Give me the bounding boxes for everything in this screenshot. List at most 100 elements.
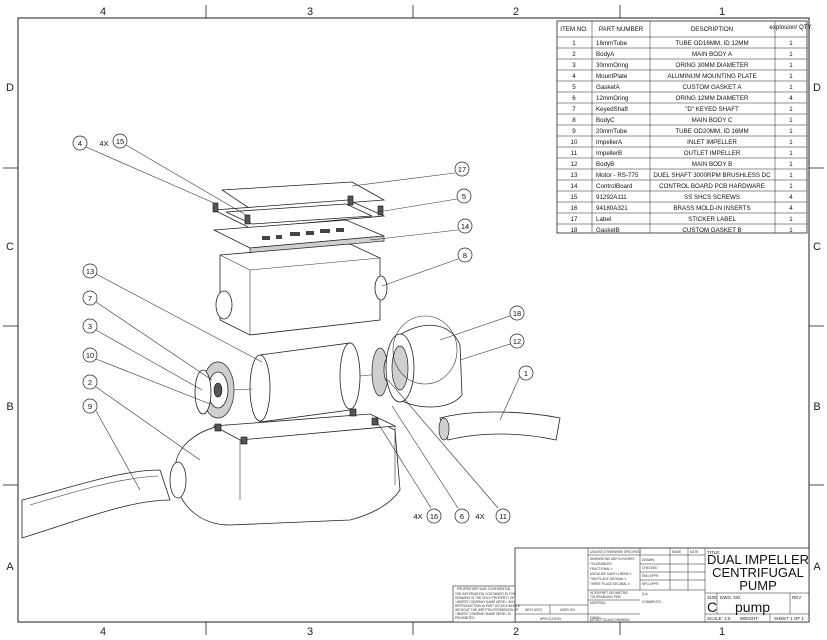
bom-cell-r16-c1: 16 <box>571 205 578 212</box>
bom-cell-r8-c2: BodyC <box>596 117 615 124</box>
bom-cell-r9-c2: 20mmTube <box>596 128 628 135</box>
bom-cell-r5-c2: GasketA <box>596 84 621 91</box>
tube-20mm <box>21 469 171 539</box>
tube-20mm-edge <box>29 475 159 506</box>
bom-cell-r11-c1: 11 <box>571 150 578 157</box>
tb-dwg-label: DWG. NO. <box>720 595 742 600</box>
bom-cell-r13-c4: 1 <box>789 172 793 179</box>
bom-cell-r16-c3: BRASS MOLD-IN INSERTS <box>673 205 750 212</box>
tb-prop6: <INSERT COMPANY NAME HERE> IS <box>455 612 511 616</box>
svg-text:15: 15 <box>116 137 124 146</box>
callout-16-qty: 4X <box>413 512 422 521</box>
bom-cell-r9-c1: 9 <box>572 128 576 135</box>
bom-header-item: ITEM NO. <box>560 26 588 33</box>
callout-8: 8 <box>457 247 473 263</box>
tb-interpret: INTERPRET GEOMETRIC <box>590 591 629 595</box>
callout-16: 16 <box>426 508 442 524</box>
callout-9: 9 <box>82 398 98 414</box>
tb-unless: UNLESS OTHERWISE SPECIFIED: <box>590 550 642 554</box>
bom-header-qty-text: explosion/ QTY. <box>769 24 813 31</box>
mount-plate-edge <box>249 235 385 254</box>
bom-cell-r7-c2: KeyedShaft <box>596 106 628 113</box>
callout-11: 11 <box>495 508 511 524</box>
svg-text:6: 6 <box>460 512 464 521</box>
bill-of-materials: ITEM NO. PART NUMBER DESCRIPTION explosi… <box>556 20 813 234</box>
callout-3: 3 <box>82 318 98 334</box>
svg-text:7: 7 <box>88 294 92 303</box>
bom-cell-r14-c4: 1 <box>789 183 793 190</box>
bom-cell-r16-c4: 4 <box>789 205 793 212</box>
callout-10: 10 <box>82 347 98 363</box>
svg-text:1: 1 <box>524 369 528 378</box>
sheet-border <box>17 17 810 623</box>
tb-drawn: DRAWN <box>642 558 655 562</box>
tb-next-assy: NEXT ASSY <box>525 608 544 612</box>
tb-finish: FINISH <box>590 616 601 620</box>
tb-prop-title: PROPRIETARY AND CONFIDENTIAL <box>457 587 511 591</box>
tb-prop1: THE INFORMATION CONTAINED IN THIS <box>455 592 516 596</box>
zone-col-4-top: 4 <box>100 6 106 18</box>
gasket-b <box>392 315 458 385</box>
bom-cell-r6-c3: ORING 12MM DIAMETER <box>676 95 749 102</box>
bom-cell-r8-c4: 1 <box>789 117 793 124</box>
tb-dims2: TOLERANCES: <box>590 562 613 566</box>
svg-text:3: 3 <box>88 322 92 331</box>
zone-col-3-top: 3 <box>307 6 313 18</box>
leader-lines <box>85 144 521 509</box>
bom-cell-r15-c2: 91292A111 <box>596 194 627 201</box>
tb-dims5: TWO PLACE DECIMAL ± <box>590 577 627 581</box>
callout-2: 2 <box>82 374 98 390</box>
callout-1: 1 <box>518 365 534 381</box>
tb-tolerancing: TOLERANCING PER: <box>590 595 621 599</box>
bom-cell-r6-c4: 4 <box>789 95 793 102</box>
bom-cell-r15-c3: SS SHCS SCREWS <box>684 194 740 201</box>
bom-cell-r3-c3: ORING 30MM DIAMETER <box>676 62 749 69</box>
tb-prop7: PROHIBITED. <box>455 616 475 620</box>
tb-prop4: REPRODUCTION IN PART OR AS A WHOLE <box>455 604 520 608</box>
zone-col-3-bottom: 3 <box>307 626 313 638</box>
tb-dims1: DIMENSIONS ARE IN INCHES <box>590 557 634 561</box>
bom-cell-r11-c3: OUTLET IMPELLER <box>684 150 741 157</box>
tube-16mm <box>439 411 561 441</box>
tb-dims6: THREE PLACE DECIMAL ± <box>590 582 630 586</box>
callout-15-qty: 4X <box>99 139 108 148</box>
bom-cell-r17-c2: Label <box>596 216 611 223</box>
svg-text:17: 17 <box>458 165 466 174</box>
bom-cell-r13-c3: DUEL SHAFT 3000RPM BRUSHLESS DC <box>653 172 771 179</box>
callout-7: 7 <box>82 290 98 306</box>
zone-row-c-right: C <box>813 241 821 253</box>
tb-prop2: DRAWING IS THE SOLE PROPERTY OF <box>455 596 514 600</box>
tube-16mm-end <box>438 417 450 441</box>
svg-text:4: 4 <box>78 139 82 148</box>
callout-4: 4 <box>72 135 88 151</box>
callout-15: 15 <box>112 133 128 149</box>
bom-cell-r6-c1: 6 <box>572 95 576 102</box>
bom-cell-r1-c1: 1 <box>572 40 576 47</box>
bom-cell-r18-c3: CUSTOM GASKET B <box>682 227 741 234</box>
bom-cell-r3-c2: 30mmOring <box>596 62 629 69</box>
screws <box>212 195 384 225</box>
svg-text:18: 18 <box>513 309 521 318</box>
bom-cell-r1-c4: 1 <box>789 40 793 47</box>
tb-eng-appr: ENG APPR. <box>642 574 659 578</box>
title-block: UNLESS OTHERWISE SPECIFIED: NAME DATE DI… <box>452 547 810 623</box>
bom-cell-r18-c4: 1 <box>789 227 793 234</box>
zone-col-2-bottom: 2 <box>513 626 519 638</box>
zone-col-1-top: 1 <box>719 6 725 18</box>
bom-cell-r14-c2: ControlBoard <box>596 183 633 190</box>
zone-col-1-bottom: 1 <box>719 626 725 638</box>
bom-cell-r4-c1: 4 <box>572 73 576 80</box>
body-a <box>169 408 401 526</box>
bom-cell-r11-c2: ImpellerB <box>596 150 622 157</box>
bom-cell-r12-c2: BodyB <box>596 161 614 168</box>
bom-cell-r10-c1: 10 <box>571 139 578 146</box>
zone-row-c-left: C <box>6 241 14 253</box>
tb-size-label: SIZE <box>707 595 717 600</box>
bom-cell-r4-c2: MountPlate <box>596 73 628 80</box>
tb-used-on: USED ON <box>560 608 575 612</box>
bom-cell-r7-c3: "D" KEYED SHAFT <box>685 106 739 113</box>
control-board-components <box>262 228 344 240</box>
bom-cell-r13-c2: Motor - RS-775 <box>596 172 639 179</box>
tb-scale: SCALE: 1:5 <box>707 616 731 621</box>
